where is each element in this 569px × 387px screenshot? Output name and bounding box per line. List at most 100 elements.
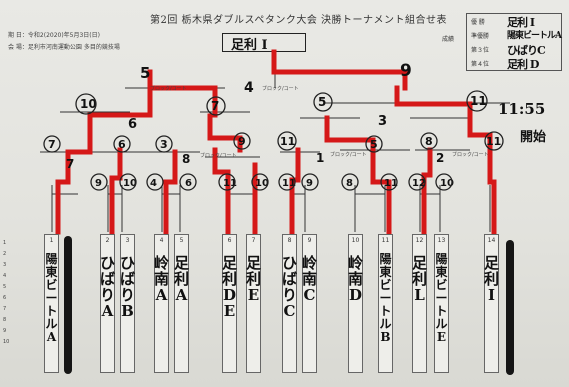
team-name: 岭南D [347,254,363,304]
team-number: 3 [125,237,130,244]
side-label: 8 [3,317,7,323]
side-label: 1 [3,240,7,246]
court-label: ブロック/コート [150,85,187,92]
team-name: 足利 I [483,254,499,304]
event-venue: 会 場：足利市河南運動公園 多目的競技場 [8,44,120,51]
match-court-r16: 2 [436,151,444,165]
match-number-r32: 11 [223,178,237,189]
team-number: 1 [49,237,54,244]
team-slot: 7 足利E [246,234,261,373]
court-labels: ブロック/コート ブロック/コート ブロック/コート ブロック/コート ブロック… [150,85,489,159]
side-label: 5 [3,284,7,290]
side-label: 4 [3,273,7,279]
match-number-r16: 11 [280,135,295,148]
match-court-qf-left: 6 [128,117,137,132]
match-court-r16: 8 [182,152,190,166]
match-number-r16: 11 [486,135,501,148]
court-label: ブロック/コート [330,151,367,158]
team-number: 14 [487,237,496,244]
team-name: 足利A [173,254,189,304]
left-side-labels: 1 2 3 4 5 6 7 8 9 10 [3,240,33,350]
team-number: 5 [179,237,184,244]
ranking-place: 準優勝 [471,33,490,40]
team-name: 陽東ビートルA [45,252,58,344]
match-number-r16: 9 [238,135,246,148]
side-label: 3 [3,262,7,268]
team-slot: 6 足利DE [222,234,237,373]
match-number-r32: 9 [95,178,102,189]
match-number-semi-right: 3 [378,114,387,129]
match-number-r32: 10 [440,178,454,189]
match-number-qf-right-inner: 5 [318,95,326,109]
page-title: 第2回 栃木県ダブルスペタンク大会 決勝トーナメント組合せ表 [150,15,448,26]
match-number-qf-left-outer: 10 [80,97,97,111]
team-name: 足利DE [221,254,237,320]
match-number-r32: 6 [185,178,192,189]
team-slot: 14 足利 I [484,234,499,373]
match-number-qf-left-inner: 7 [211,99,219,113]
court-label: ブロック/コート [452,151,489,158]
marker-stroke [506,240,514,375]
team-number: 10 [351,237,360,244]
start-time-note: 11:55 [498,100,546,118]
team-number: 11 [381,237,390,244]
match-number-r32: 9 [306,178,313,189]
ranking-place: 第３位 [471,47,490,54]
start-label-note: 開始 [520,130,547,145]
side-label: 10 [3,339,10,345]
winner-path-lines [55,49,497,235]
team-number: 9 [307,237,312,244]
match-number-r16: 7 [48,138,56,151]
match-numbers: 9 5 4 3 10 7 6 5 11 7 6 3 9 11 5 8 11 7 … [48,61,501,189]
match-court-r16: 1 [316,151,324,165]
match-court-semi-left: 4 [244,80,254,96]
match-number-semi-left: 5 [140,64,150,82]
team-name: 足利L [411,254,427,304]
ranking-team: 陽東ビートルA [507,31,562,41]
team-slot: 12 足利L [412,234,427,373]
match-number-r32: 8 [346,178,353,189]
ranking-row: 第３位 ひばりC [467,42,561,57]
team-name: ひばりC [281,254,297,320]
match-number-final: 9 [400,61,412,81]
team-name: 陽東ビートルE [435,252,448,344]
match-number-r32: 11 [384,178,398,189]
team-slot: 4 岭南A [154,234,169,373]
ranking-place: 第４位 [471,61,490,68]
match-number-r32: 4 [150,178,157,189]
ranking-table: 優 勝 足利 I 準優勝 陽東ビートルA 第３位 ひばりC 第４位 足利 D [466,13,562,71]
ranking-team: 足利 I [507,16,535,29]
team-name: 足利E [245,254,261,304]
match-number-r32: 10 [123,178,137,189]
ranking-team: ひばりC [507,44,546,57]
team-slot: 8 ひばりC [282,234,297,373]
number-circles [43,90,504,191]
team-slot: 11 陽東ビートルB [378,234,393,373]
team-slot: 2 ひばりA [100,234,115,373]
match-number-r16: 8 [425,135,433,148]
match-number-qf-right-outer: 11 [470,94,487,108]
team-name: ひばりA [99,254,115,320]
match-number-r32: 12 [412,178,426,189]
court-label: ブロック/コート [200,152,237,159]
match-court-r16: 7 [66,157,74,171]
team-number: 4 [159,237,164,244]
ranking-team: 足利 D [507,58,539,71]
marker-stroke [64,236,72,374]
team-slot: 1 陽東ビートルA [44,234,59,373]
team-slot: 3 ひばりB [120,234,135,373]
ranking-row: 準優勝 陽東ビートルA [467,28,562,42]
team-number: 7 [251,237,256,244]
team-slot: 13 陽東ビートルE [434,234,449,373]
team-slot: 5 足利A [174,234,189,373]
match-number-r32: 10 [255,178,269,189]
team-name: ひばりB [119,254,135,320]
team-name: 陽東ビートルB [379,252,392,344]
team-number: 8 [287,237,292,244]
ranking-place: 優 勝 [471,19,485,26]
side-label: 2 [3,251,7,257]
team-number: 12 [415,237,424,244]
team-number: 6 [227,237,232,244]
match-number-r16: 5 [370,138,378,151]
